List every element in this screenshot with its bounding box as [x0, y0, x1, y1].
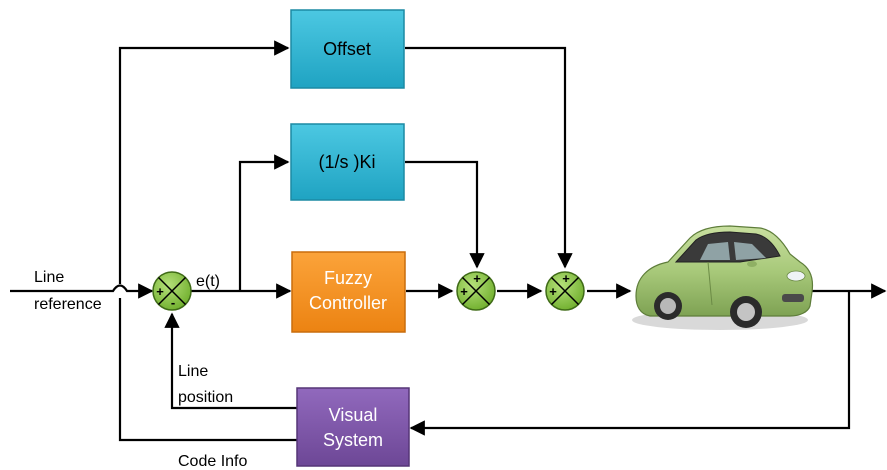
- integrator-block: (1/s )Ki: [290, 123, 405, 201]
- summer-1-plus: +: [156, 284, 164, 299]
- summer-2: + +: [456, 271, 496, 311]
- fuzzy-label-line1: Fuzzy: [324, 268, 372, 288]
- car-icon: [632, 225, 814, 330]
- summer-2-left-plus: +: [460, 284, 468, 299]
- summer-3-left-plus: +: [549, 284, 557, 299]
- feedback-wire: [409, 291, 851, 436]
- visual-system-block: Visual System: [296, 387, 410, 467]
- code-info-label: Code Info: [178, 453, 247, 470]
- line-position-label-1: Line: [178, 363, 208, 380]
- integrator-label: (1/s )Ki: [318, 152, 375, 172]
- line-position-label-2: position: [178, 389, 233, 406]
- error-label: e(t): [196, 273, 220, 290]
- offset-feed-wire: [118, 40, 290, 284]
- integral-out-wire: [405, 160, 485, 269]
- code-info-wire: [118, 298, 297, 442]
- offset-out-wire: [405, 46, 573, 269]
- summer-1-minus: -: [171, 295, 175, 310]
- input-wire: [10, 283, 154, 299]
- visual-label-line1: Visual: [329, 405, 378, 425]
- line-position-wire: [164, 312, 297, 410]
- fuzzy-label-line2: Controller: [309, 293, 387, 313]
- summer-3-top-plus: +: [562, 271, 570, 286]
- summer-1: + -: [152, 271, 192, 311]
- summer-3: + +: [545, 271, 585, 311]
- fuzzy-controller-block: Fuzzy Controller: [291, 251, 406, 333]
- summer-2-top-plus: +: [473, 271, 481, 286]
- line-reference-label-1: Line: [34, 269, 64, 286]
- integral-feed-wire: [238, 154, 290, 291]
- offset-block: Offset: [290, 9, 405, 89]
- visual-label-line2: System: [323, 430, 383, 450]
- offset-label: Offset: [323, 39, 371, 59]
- line-reference-label-2: reference: [34, 296, 102, 313]
